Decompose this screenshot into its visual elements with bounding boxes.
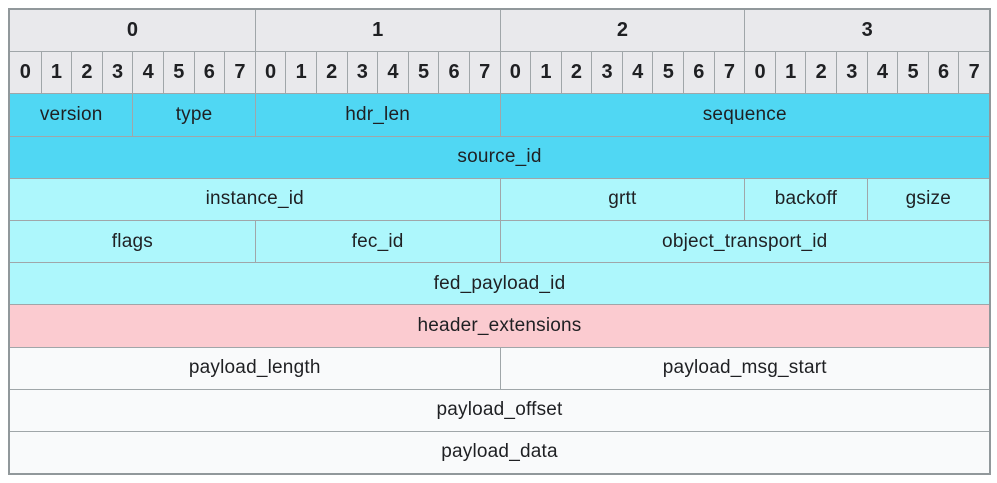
field-gsize: gsize — [866, 178, 989, 220]
bit-label: 5 — [407, 52, 439, 94]
bit-label: 0 — [744, 52, 775, 94]
field-fed-payload-id: fed_payload_id — [10, 263, 989, 305]
byte-label-3: 3 — [744, 10, 989, 52]
bit-label: 3 — [591, 52, 622, 94]
bit-label: 4 — [621, 52, 653, 94]
field-version: version — [10, 94, 133, 136]
bit-label: 6 — [927, 52, 959, 94]
field-source-id: source_id — [10, 136, 989, 178]
bit-label: 7 — [713, 52, 745, 94]
bit-label: 3 — [346, 52, 378, 94]
field-hdr-len: hdr_len — [254, 94, 500, 136]
field-row-header-extensions: header_extensions — [10, 304, 989, 347]
bit-label: 7 — [958, 52, 989, 94]
field-instance-id: instance_id — [10, 178, 500, 220]
field-row-source-id: source_id — [10, 135, 989, 178]
bit-label: 0 — [10, 52, 41, 94]
field-header-extensions: header_extensions — [10, 305, 989, 347]
field-row-payload-data: payload_data — [10, 430, 989, 474]
field-payload-data: payload_data — [10, 431, 989, 474]
field-fec-id: fec_id — [254, 220, 500, 263]
bit-label: 2 — [560, 52, 592, 94]
field-grtt: grtt — [499, 178, 745, 220]
bit-label: 1 — [774, 52, 806, 94]
field-flags: flags — [10, 220, 255, 263]
field-payload-length: payload_length — [10, 347, 500, 389]
bit-label: 4 — [132, 52, 163, 94]
bit-label: 1 — [530, 52, 561, 94]
field-sequence: sequence — [499, 94, 989, 136]
bit-label: 2 — [71, 52, 102, 94]
bit-label: 6 — [193, 52, 225, 94]
field-row-version-type-hdrlen-sequence: version type hdr_len sequence — [10, 93, 989, 136]
bit-label: 5 — [652, 52, 684, 94]
bit-label: 1 — [285, 52, 316, 94]
field-type: type — [132, 94, 255, 136]
field-backoff: backoff — [744, 178, 867, 220]
bit-label: 4 — [866, 52, 898, 94]
bit-label: 7 — [224, 52, 255, 94]
bit-label: 5 — [162, 52, 194, 94]
field-payload-msg-start: payload_msg_start — [499, 347, 989, 389]
bit-label: 6 — [683, 52, 714, 94]
bit-label: 0 — [254, 52, 286, 94]
bit-label: 4 — [377, 52, 408, 94]
byte-offsets-row: 0 1 2 3 — [10, 10, 989, 52]
field-row-payload-length-msgstart: payload_length payload_msg_start — [10, 346, 989, 389]
field-object-transport-id: object_transport_id — [499, 220, 989, 263]
bit-label: 3 — [101, 52, 133, 94]
bit-label: 1 — [40, 52, 72, 94]
bit-label: 5 — [897, 52, 928, 94]
byte-label-0: 0 — [10, 10, 255, 52]
field-row-flags-fecid-objtransport: flags fec_id object_transport_id — [10, 219, 989, 263]
bit-label: 6 — [438, 52, 469, 94]
field-payload-offset: payload_offset — [10, 389, 989, 431]
bit-label: 2 — [315, 52, 347, 94]
byte-label-1: 1 — [254, 10, 500, 52]
field-row-fed-payload-id: fed_payload_id — [10, 262, 989, 305]
field-row-payload-offset: payload_offset — [10, 388, 989, 431]
field-row-instance-grtt-backoff-gsize: instance_id grtt backoff gsize — [10, 177, 989, 220]
bit-label: 2 — [805, 52, 837, 94]
bit-label: 0 — [499, 52, 531, 94]
bit-label: 3 — [836, 52, 867, 94]
byte-label-2: 2 — [499, 10, 745, 52]
bit-label: 7 — [468, 52, 500, 94]
